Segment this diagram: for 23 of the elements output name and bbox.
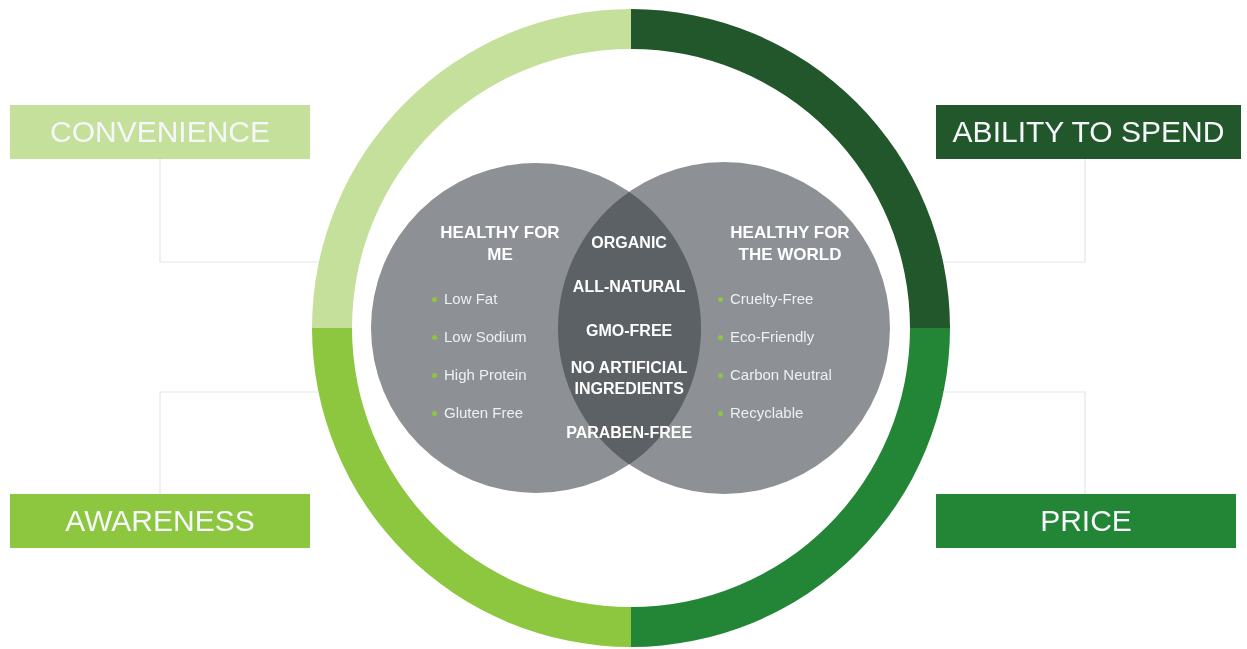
label-banner: AWARENESS: [10, 494, 310, 548]
bullet-text: Low Sodium: [444, 328, 527, 345]
label-banner: PRICE: [936, 494, 1236, 548]
bullet-text: Cruelty-Free: [730, 290, 814, 307]
overlap-text: GMO-FREE: [585, 321, 674, 341]
connector-line: [942, 391, 1086, 495]
overlap-text: PARABEN-FREE: [565, 423, 694, 443]
connector-line: [159, 391, 320, 495]
circle-heading: HEALTHY FOR THE WORLD: [729, 222, 851, 266]
bullet-text: Carbon Neutral: [730, 366, 832, 383]
overlap-text: NO ARTIFICIAL INGREDIENTS: [569, 358, 689, 399]
connector-line: [159, 158, 320, 263]
bullet-text: Eco-Friendly: [730, 328, 815, 345]
bullet-text: Recyclable: [730, 404, 804, 421]
label-banner: CONVENIENCE: [10, 105, 310, 159]
circle-heading: HEALTHY FOR ME: [439, 222, 561, 266]
overlap-text: ORGANIC: [590, 233, 668, 253]
bullet-text: Gluten Free: [444, 404, 524, 421]
label-banner: ABILITY TO SPEND: [936, 105, 1241, 159]
bullet-text: Low Fat: [444, 290, 498, 307]
overlap-text: ALL-NATURAL: [571, 277, 687, 297]
connector-line: [942, 158, 1086, 263]
bullet-text: High Protein: [444, 366, 527, 383]
